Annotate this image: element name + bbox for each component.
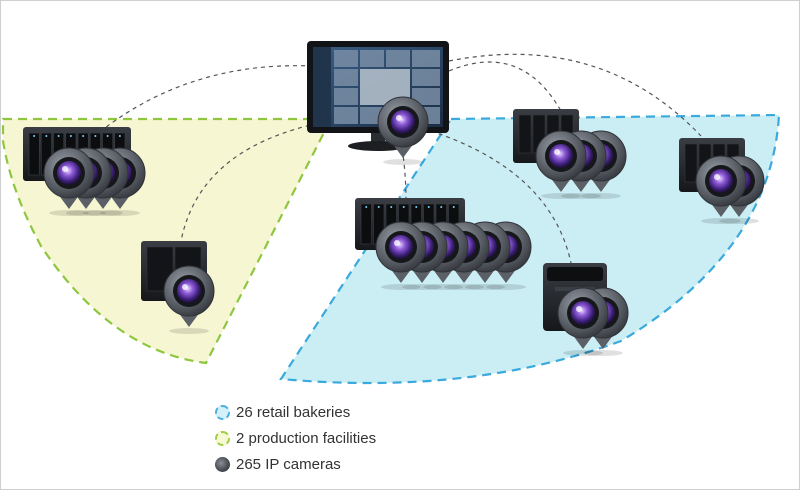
- monitor-icon: [307, 41, 449, 151]
- ip-camera-icon: [377, 96, 429, 165]
- legend-label-cameras: 265 IP cameras: [236, 455, 341, 473]
- ip-camera-icon: [695, 155, 747, 224]
- legend-label-production: 2 production facilities: [236, 429, 377, 447]
- ip-camera-icon: [43, 147, 95, 216]
- legend: 26 retail bakeries 2 production faciliti…: [215, 399, 515, 477]
- ip-camera-icon: [163, 265, 215, 334]
- ip-camera-icon: [557, 287, 609, 356]
- camera-marker-icon: [215, 456, 230, 472]
- connection-line: [100, 65, 314, 132]
- retail-zone-marker-icon: [215, 404, 230, 420]
- legend-label-retail: 26 retail bakeries: [236, 403, 351, 421]
- ip-camera-icon: [375, 221, 427, 290]
- connection-line: [448, 61, 562, 112]
- legend-item-cameras: 265 IP cameras: [215, 451, 515, 477]
- connection-line: [430, 130, 572, 264]
- ip-cameras: [43, 96, 765, 356]
- ip-camera-icon: [535, 130, 587, 199]
- monitor-neck: [371, 133, 385, 143]
- legend-item-production: 2 production facilities: [215, 425, 515, 451]
- monitor-sidebar: [313, 47, 331, 127]
- legend-item-retail: 26 retail bakeries: [215, 399, 515, 425]
- production-zone-marker-icon: [215, 430, 230, 446]
